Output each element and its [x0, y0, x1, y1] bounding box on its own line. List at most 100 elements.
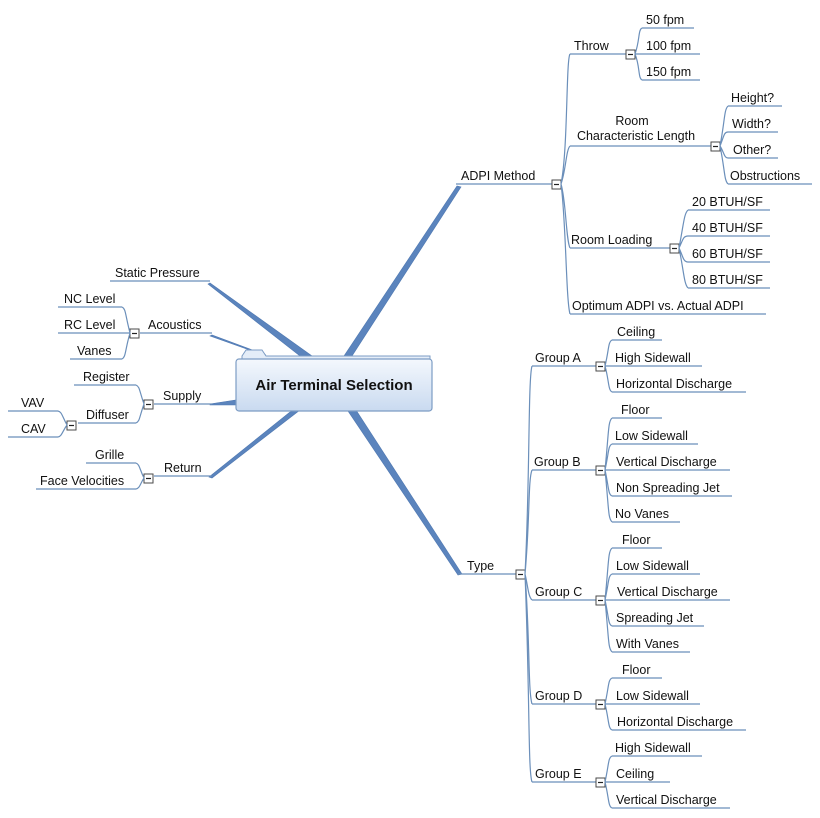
throw-item[interactable]: 50 fpm	[642, 13, 694, 29]
return-collapse-toggle[interactable]	[143, 473, 154, 484]
adpi-collapse-toggle[interactable]	[551, 179, 562, 190]
diffuser-connectors	[57, 410, 68, 438]
group-d-collapse-toggle[interactable]	[595, 699, 606, 710]
room-loading-item-label: 60 BTUH/SF	[692, 247, 763, 261]
topic-static-pressure[interactable]: Static Pressure	[110, 266, 210, 282]
group-c-collapse-toggle[interactable]	[595, 595, 606, 606]
room-loading-label: Room Loading	[571, 233, 652, 247]
type-label: Type	[467, 559, 494, 573]
acoustics-item[interactable]: NC Level	[58, 292, 122, 308]
return-item-label: Face Velocities	[40, 474, 124, 488]
group-c-item[interactable]: With Vanes	[612, 637, 690, 653]
topic-throw[interactable]: Throw	[570, 39, 626, 55]
group-c-item[interactable]: Floor	[612, 533, 662, 549]
topic-supply[interactable]: Supply	[154, 389, 212, 405]
return-item[interactable]: Face Velocities	[36, 474, 136, 490]
group-b-item[interactable]: Floor	[612, 403, 662, 419]
diffuser-item[interactable]: VAV	[8, 396, 58, 412]
diffuser-collapse-toggle[interactable]	[66, 420, 77, 431]
group-b-item[interactable]: Vertical Discharge	[612, 455, 730, 471]
group-c-item-label: Vertical Discharge	[617, 585, 718, 599]
group-a-connectors	[604, 339, 613, 393]
group-d-item[interactable]: Horizontal Discharge	[612, 715, 746, 731]
group-b-item[interactable]: Non Spreading Jet	[612, 481, 732, 497]
group-d-item-label: Horizontal Discharge	[617, 715, 733, 729]
group-b-label: Group B	[534, 455, 581, 469]
throw-collapse-toggle[interactable]	[625, 49, 636, 60]
group-a-collapse-toggle[interactable]	[595, 361, 606, 372]
acoustics-item-label: NC Level	[64, 292, 115, 306]
type-connectors	[524, 365, 533, 783]
room-char-item[interactable]: Obstructions	[728, 169, 812, 185]
topic-return[interactable]: Return	[154, 461, 212, 477]
return-item[interactable]: Grille	[86, 448, 136, 464]
room-char-collapse-toggle[interactable]	[710, 141, 721, 152]
group-e-item[interactable]: Vertical Discharge	[612, 793, 730, 809]
topic-group-e[interactable]: Group E	[532, 767, 596, 783]
acoustics-connectors	[121, 306, 131, 360]
group-c-label: Group C	[535, 585, 582, 599]
topic-room-characteristic-length[interactable]: Room Characteristic Length	[570, 114, 711, 147]
topic-group-a[interactable]: Group A	[532, 351, 596, 367]
branch-supply	[209, 399, 237, 406]
group-e-item-label: Ceiling	[616, 767, 654, 781]
room-char-label-line2: Characteristic Length	[577, 129, 695, 143]
acoustics-collapse-toggle[interactable]	[129, 328, 140, 339]
topic-diffuser[interactable]: Diffuser	[78, 408, 136, 424]
acoustics-item[interactable]: Vanes	[70, 344, 122, 360]
group-b-item[interactable]: Low Sidewall	[612, 429, 698, 445]
branch-return	[208, 409, 301, 479]
group-d-connectors	[604, 677, 613, 731]
throw-item[interactable]: 100 fpm	[642, 39, 700, 55]
topic-type[interactable]: Type	[458, 559, 516, 575]
room-char-item[interactable]: Other?	[728, 143, 778, 159]
group-b-item[interactable]: No Vanes	[612, 507, 680, 523]
group-d-item-label: Low Sidewall	[616, 689, 689, 703]
topic-group-b[interactable]: Group B	[532, 455, 596, 471]
room-loading-item[interactable]: 20 BTUH/SF	[688, 195, 770, 211]
topic-group-d[interactable]: Group D	[532, 689, 596, 705]
group-a-item[interactable]: Ceiling	[612, 325, 662, 341]
branch-type	[345, 407, 463, 576]
group-a-item[interactable]: High Sidewall	[612, 351, 702, 367]
room-char-item[interactable]: Height?	[728, 91, 782, 107]
group-c-item[interactable]: Spreading Jet	[612, 611, 704, 627]
group-e-item[interactable]: High Sidewall	[612, 741, 702, 757]
branch-static-pressure	[207, 282, 313, 357]
group-d-item[interactable]: Low Sidewall	[612, 689, 700, 705]
diffuser-item[interactable]: CAV	[8, 422, 58, 438]
room-loading-item[interactable]: 80 BTUH/SF	[688, 273, 770, 289]
supply-register[interactable]: Register	[74, 370, 136, 386]
room-char-item[interactable]: Width?	[728, 117, 778, 133]
group-c-item[interactable]: Low Sidewall	[612, 559, 700, 575]
group-e-collapse-toggle[interactable]	[595, 777, 606, 788]
supply-collapse-toggle[interactable]	[143, 399, 154, 410]
central-topic[interactable]: Air Terminal Selection	[235, 349, 433, 412]
throw-item[interactable]: 150 fpm	[642, 65, 700, 81]
topic-room-loading[interactable]: Room Loading	[570, 233, 670, 249]
adpi-method-label: ADPI Method	[461, 169, 535, 183]
group-a-item[interactable]: Horizontal Discharge	[612, 377, 746, 393]
group-e-item[interactable]: Ceiling	[612, 767, 670, 783]
topic-adpi-method[interactable]: ADPI Method	[456, 169, 556, 185]
group-e-item-label: High Sidewall	[615, 741, 691, 755]
type-collapse-toggle[interactable]	[515, 569, 526, 580]
topic-acoustics[interactable]: Acoustics	[140, 318, 212, 334]
group-c-connectors	[604, 547, 613, 653]
group-a-item-label: Horizontal Discharge	[616, 377, 732, 391]
acoustics-item[interactable]: RC Level	[58, 318, 122, 334]
topic-optimum-adpi[interactable]: Optimum ADPI vs. Actual ADPI	[570, 299, 766, 315]
register-label: Register	[83, 370, 130, 384]
group-e-item-label: Vertical Discharge	[616, 793, 717, 807]
room-loading-collapse-toggle[interactable]	[669, 243, 680, 254]
acoustics-item-label: Vanes	[77, 344, 112, 358]
group-b-item-label: Vertical Discharge	[616, 455, 717, 469]
room-loading-item[interactable]: 60 BTUH/SF	[688, 247, 770, 263]
group-d-item[interactable]: Floor	[612, 663, 662, 679]
group-c-item-label: With Vanes	[616, 637, 679, 651]
topic-group-c[interactable]: Group C	[532, 585, 596, 601]
room-loading-item[interactable]: 40 BTUH/SF	[688, 221, 770, 237]
group-c-item[interactable]: Vertical Discharge	[612, 585, 730, 601]
room-loading-item-label: 40 BTUH/SF	[692, 221, 763, 235]
group-b-collapse-toggle[interactable]	[595, 465, 606, 476]
